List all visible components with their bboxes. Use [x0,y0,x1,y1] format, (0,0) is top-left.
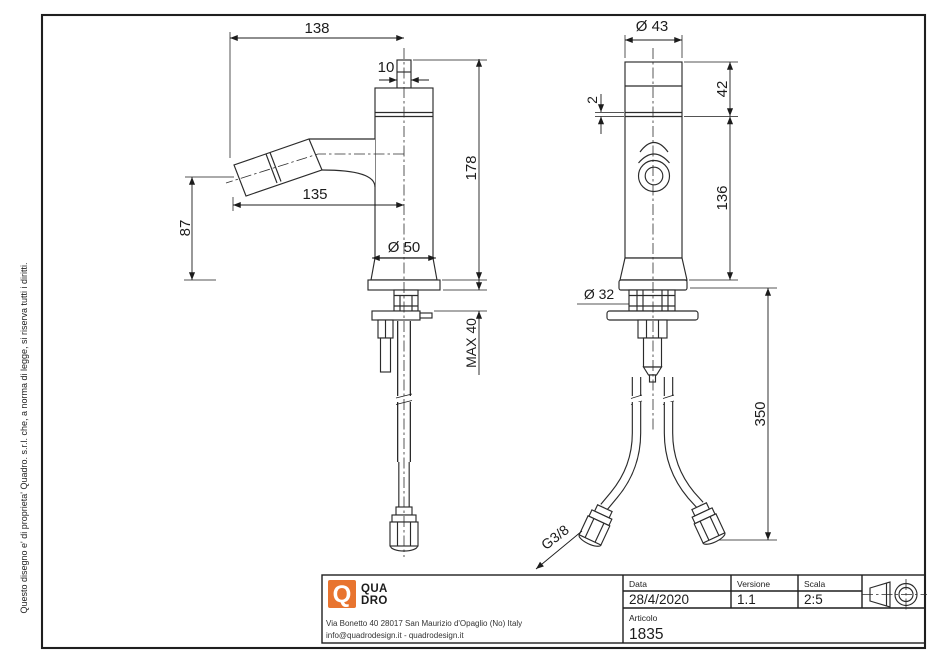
dim-max-counter: MAX 40 [463,318,479,368]
centerline-spout [225,153,404,184]
mounting-plate-side [371,310,421,321]
logo-mark-background [328,580,356,608]
ownership-note: Questo disegno e' di proprieta' Quadro. … [19,262,29,613]
dim-shank-diameter: Ø 32 [584,286,615,302]
dim-hose-length: 350 [752,401,769,426]
dim-total-height: 178 [463,155,480,180]
dim-stem-width: 10 [378,59,395,76]
spout-front [637,141,671,193]
version-value: 1.1 [737,592,756,607]
mounting-nut-front [637,319,668,339]
logo-line2: DRO [361,595,388,607]
date-label: Data [629,579,647,589]
scale-label: Scala [804,579,826,589]
logo-mark: Q [333,581,352,608]
dim-thread-size: G3/8 [538,521,572,552]
hose-fitting-right [691,502,726,545]
mounting-stud-front [642,337,663,368]
dim-body-height: 136 [714,185,731,210]
supply-hoses-front [600,377,704,511]
hose-fitting-left [578,504,613,547]
front-view: Ø 43 2 42 136 Ø 32 350 G3/8 [535,18,777,570]
side-view-dimensions: 138 10 135 87 178 Ø 50 MAX 40 [177,20,487,375]
version-label: Versione [737,579,770,589]
dim-reach-top: 138 [304,20,329,37]
article-label: Articolo [629,613,658,623]
first-angle-projection-icon [862,579,927,610]
address-line1: Via Bonetto 40 28017 San Maurizio d'Opag… [326,619,522,628]
article-value: 1835 [629,626,663,643]
date-value: 28/4/2020 [629,592,689,607]
dim-spout-reach: 135 [302,186,327,203]
dim-spout-height: 87 [177,220,194,237]
base-skirt-front [619,257,688,281]
scale-value: 2:5 [804,592,823,607]
title-block: Q QUA DRO Via Bonetto 40 28017 San Mauri… [321,574,927,644]
shank-side [393,289,419,312]
mounting-plate-front [606,310,699,321]
logo-line1: QUA [361,583,388,595]
dim-top-diameter: Ø 43 [636,18,669,35]
dim-ring-gap: 2 [584,96,600,104]
address-line2: info@quadrodesign.it - quadrodesign.it [326,631,464,640]
quadro-logo: Q QUA DRO [328,580,388,608]
mounting-stud-side [379,337,392,373]
dim-handle-height: 42 [714,81,731,98]
side-view: 138 10 135 87 178 Ø 50 MAX 40 [177,20,487,557]
sheet-border [40,13,927,650]
